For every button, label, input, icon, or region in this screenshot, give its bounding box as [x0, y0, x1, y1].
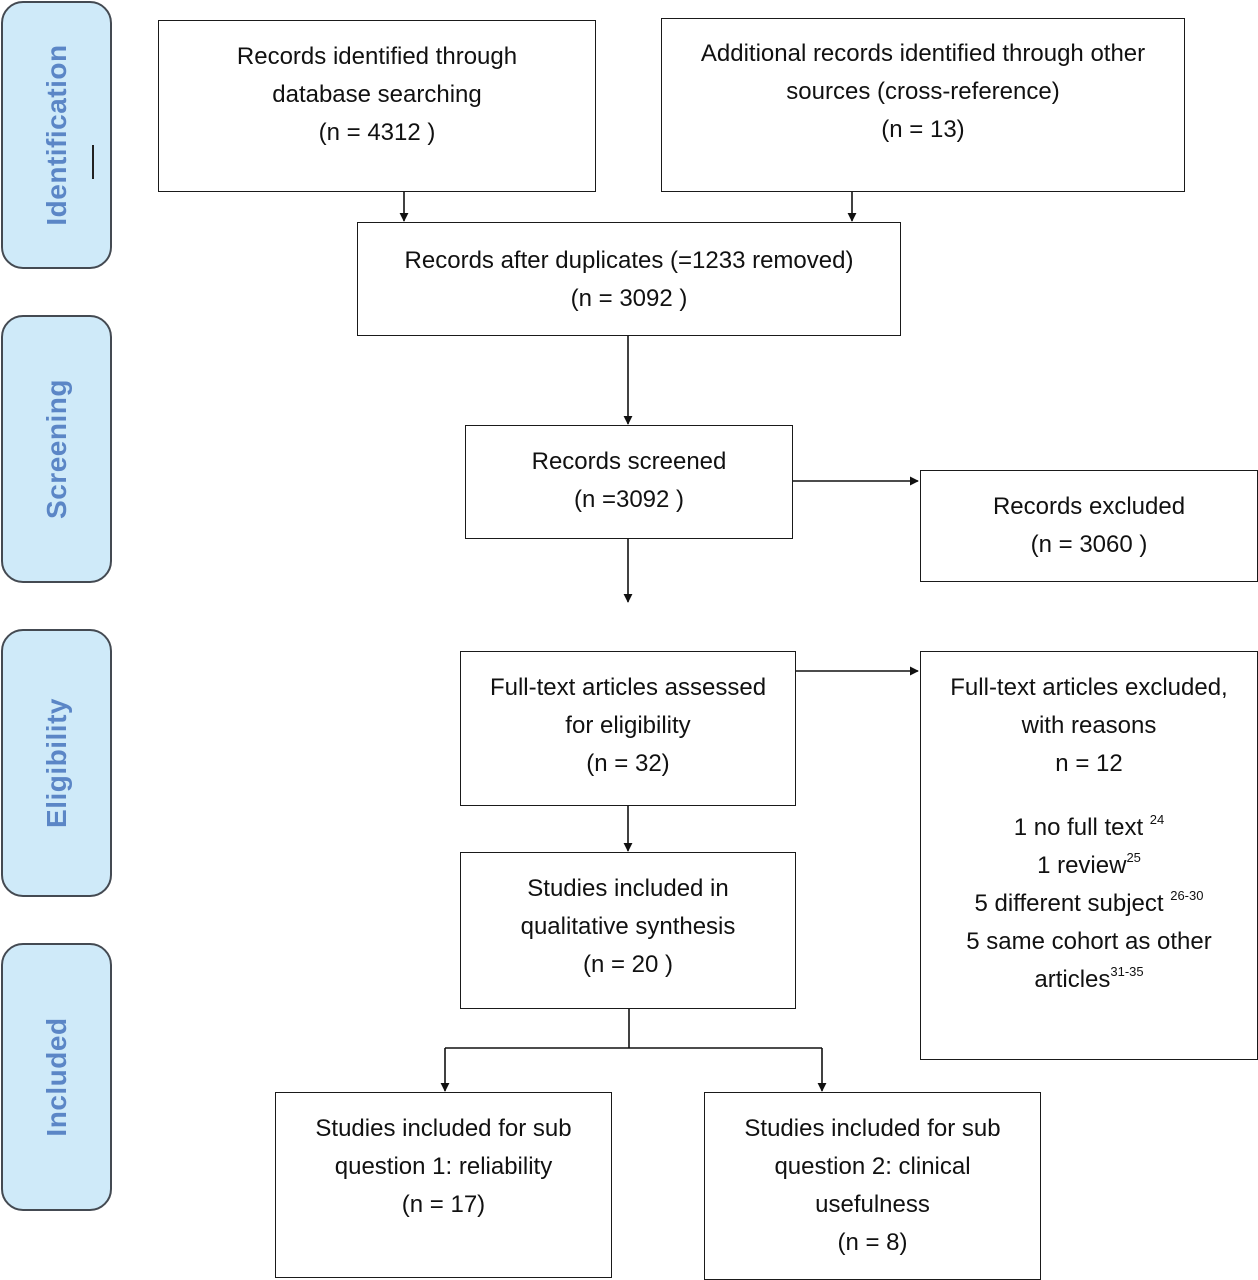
- box-line: Records excluded: [992, 493, 1186, 520]
- box-subquestion-2: Studies included for sub question 2: cli…: [704, 1092, 1041, 1280]
- reason-text: 1 review: [1037, 852, 1127, 879]
- box-line: Studies included for sub: [744, 1115, 1001, 1142]
- box-line: n = 12: [1055, 750, 1123, 777]
- spacer: [921, 783, 1257, 809]
- box-database-search: Records identified through database sear…: [158, 20, 596, 192]
- box-line: (n = 13): [881, 116, 965, 143]
- box-line: Studies included for sub: [315, 1115, 572, 1142]
- box-records-screened: Records screened (n =3092 ): [465, 425, 793, 539]
- phase-eligibility-label: Eligibility: [40, 698, 72, 828]
- reason-text: articles: [1034, 966, 1111, 993]
- box-line: (n = 4312 ): [318, 119, 436, 146]
- box-line: sources (cross-reference): [786, 78, 1060, 105]
- box-line: Full-text articles excluded,: [950, 674, 1228, 701]
- box-line: Additional records identified through ot…: [700, 40, 1146, 67]
- reason-ref: 31-35: [1110, 964, 1144, 979]
- reason-line: articles31-35: [921, 961, 1257, 999]
- box-qualitative-synthesis: Studies included in qualitative synthesi…: [460, 852, 796, 1009]
- reason-text: 5 same cohort as other: [966, 928, 1212, 955]
- box-records-excluded: Records excluded (n = 3060 ): [920, 470, 1258, 582]
- reason-line: 5 different subject 26-30: [921, 885, 1257, 923]
- box-line: qualitative synthesis: [520, 913, 736, 940]
- box-line: Records screened: [531, 448, 727, 475]
- box-line: with reasons: [1021, 712, 1157, 739]
- box-line: usefulness: [815, 1191, 930, 1218]
- phase-mark: [92, 145, 94, 179]
- box-line: (n = 8): [837, 1229, 908, 1256]
- phase-identification-label: Identification: [40, 44, 72, 226]
- box-line: Full-text articles assessed: [489, 674, 767, 701]
- box-line: (n = 17): [401, 1191, 486, 1218]
- box-line: (n =3092 ): [573, 486, 685, 513]
- box-line: question 2: clinical: [774, 1153, 971, 1180]
- reason-text: 1 no full text: [1013, 814, 1150, 841]
- box-after-duplicates: Records after duplicates (=1233 removed)…: [357, 222, 901, 336]
- phase-screening: Screening: [1, 315, 112, 583]
- box-line: Records after duplicates (=1233 removed): [404, 247, 854, 274]
- reason-text: 5 different subject: [974, 890, 1171, 917]
- phase-identification: Identification: [1, 1, 112, 269]
- reason-ref: 25: [1126, 850, 1141, 865]
- box-line: (n = 3092 ): [570, 285, 688, 312]
- box-line: (n = 32): [586, 750, 670, 777]
- box-line: Records identified through: [236, 43, 518, 70]
- box-other-sources: Additional records identified through ot…: [661, 18, 1185, 192]
- reason-line: 5 same cohort as other: [921, 923, 1257, 961]
- box-line: database searching: [272, 81, 482, 108]
- box-line: question 1: reliability: [334, 1153, 553, 1180]
- phase-included-label: Included: [40, 1017, 72, 1137]
- phase-included: Included: [1, 943, 112, 1211]
- reason-line: 1 no full text 24: [921, 809, 1257, 847]
- reason-ref: 24: [1149, 812, 1165, 827]
- reason-line: 1 review25: [921, 847, 1257, 885]
- box-line: (n = 3060 ): [1030, 531, 1148, 558]
- box-subquestion-1: Studies included for sub question 1: rel…: [275, 1092, 612, 1278]
- box-fulltext-excluded: Full-text articles excluded, with reason…: [920, 651, 1258, 1060]
- box-line: (n = 20 ): [582, 951, 674, 978]
- phase-eligibility: Eligibility: [1, 629, 112, 897]
- phase-screening-label: Screening: [40, 379, 72, 519]
- box-fulltext-assessed: Full-text articles assessed for eligibil…: [460, 651, 796, 806]
- reason-ref: 26-30: [1170, 888, 1204, 903]
- box-line: for eligibility: [565, 712, 691, 739]
- box-line: Studies included in: [527, 875, 729, 902]
